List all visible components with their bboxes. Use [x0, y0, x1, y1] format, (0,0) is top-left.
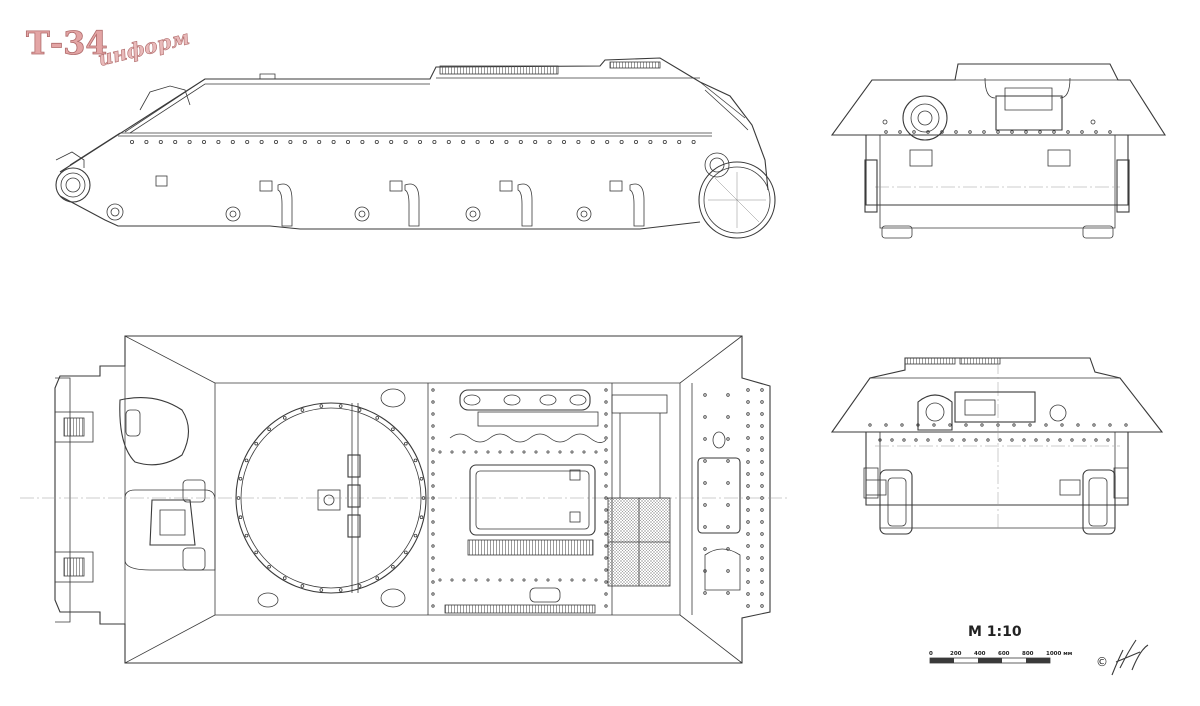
scale-tick-label: 0 [929, 651, 933, 657]
logo-main-text: Т-34 [26, 24, 108, 62]
scale-tick-label: 800 [1022, 651, 1034, 657]
side-rivets [129, 139, 696, 144]
signature: © [1096, 639, 1149, 676]
scale-tick-label: 1000 мм [1046, 651, 1073, 657]
logo: Т-34 информ [26, 24, 193, 72]
scale-tick-label: 400 [974, 651, 986, 657]
top-rivets [236, 388, 764, 608]
rear-rivets [868, 423, 1128, 442]
side-view [55, 57, 776, 239]
rear-view [830, 357, 1164, 535]
scale-title: М 1:10 [968, 624, 1022, 640]
logo-sub-text: информ [95, 25, 192, 71]
front-rivets [882, 119, 1112, 134]
copyright-mark: © [1096, 655, 1108, 669]
scale-tick-label: 200 [950, 651, 962, 657]
scale-tick-label: 600 [998, 651, 1010, 657]
scale-bar: М 1:10 0 200 400 600 800 1000 мм [929, 624, 1073, 664]
top-view [20, 335, 790, 664]
front-view [830, 63, 1167, 239]
